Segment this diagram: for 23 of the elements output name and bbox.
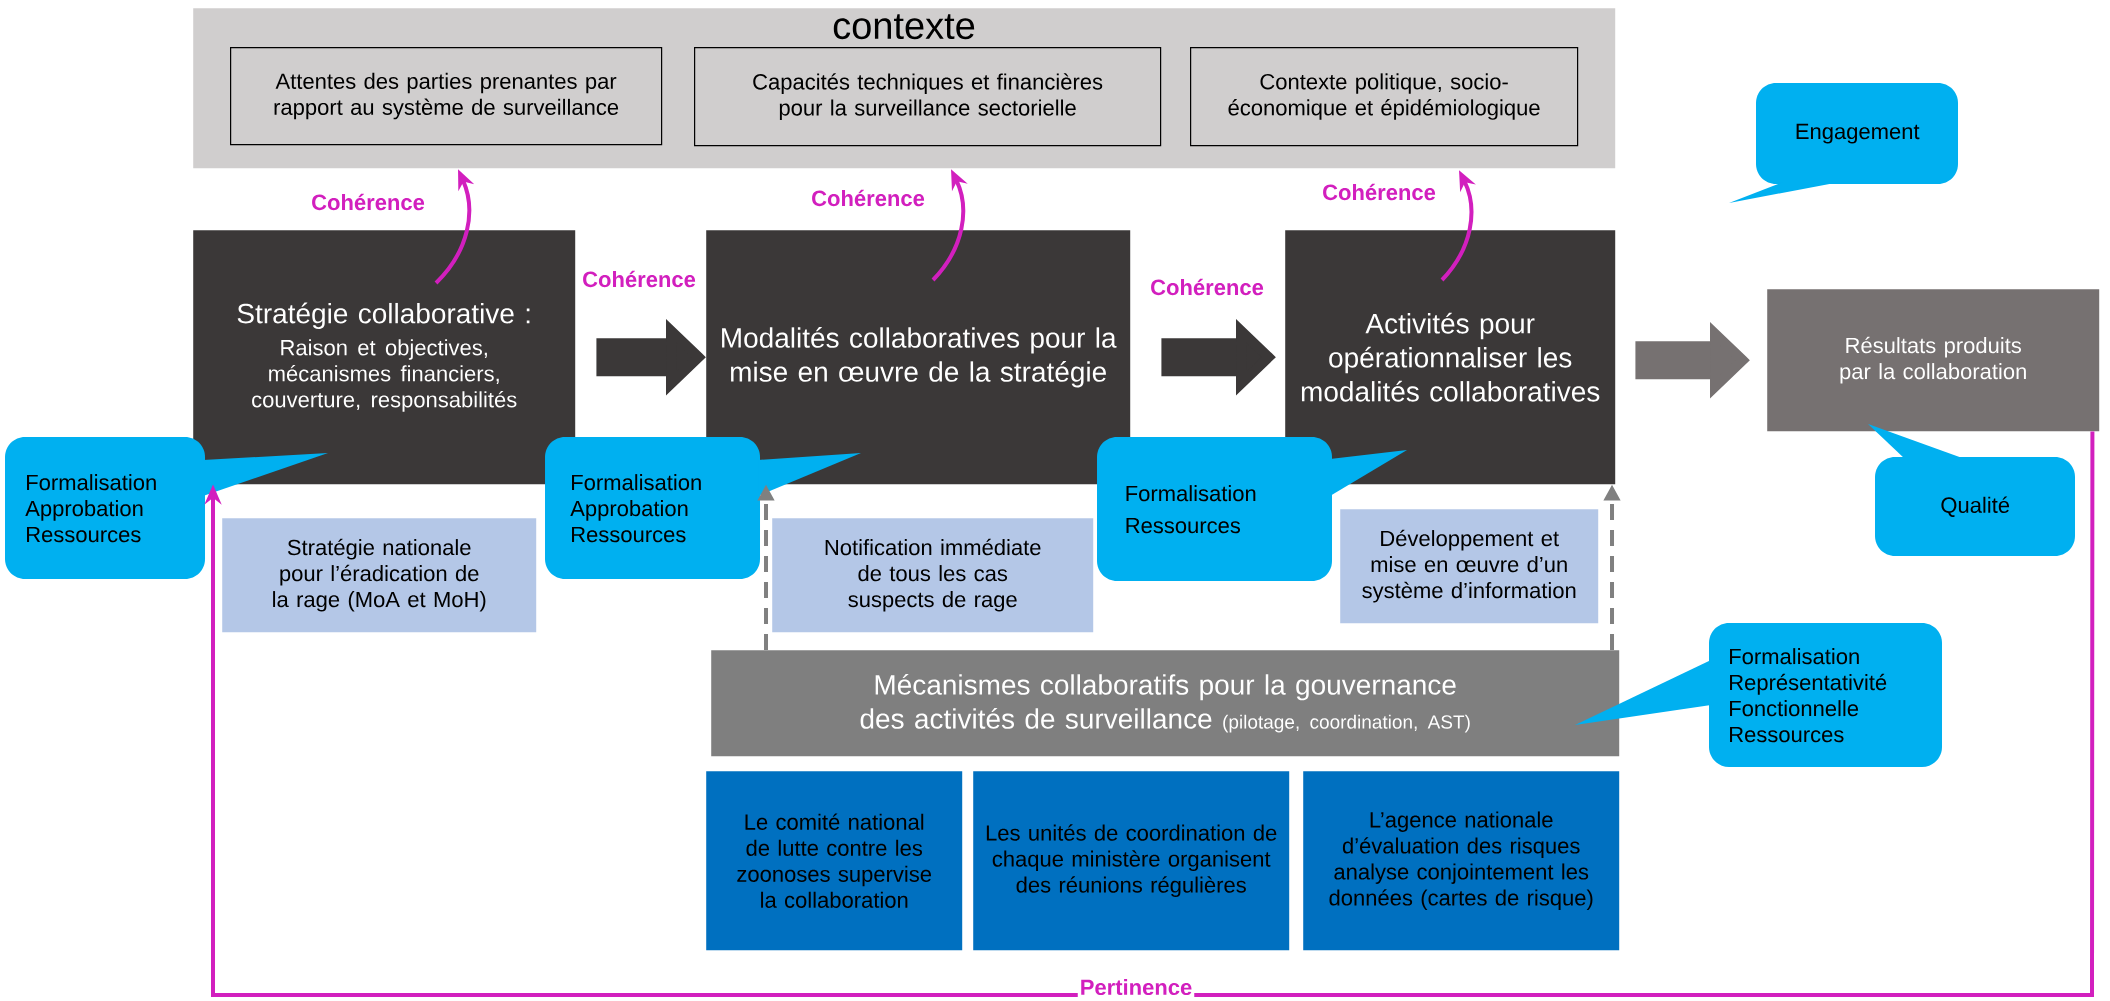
speech-bubble: Formalisation Représentativité Fonctionnelle Ressources bbox=[1575, 623, 1942, 767]
example-box: Notification immédiate de tous les cas suspects de rage bbox=[772, 518, 1094, 633]
example-box: Le comité national de lutte contre les zoonoses supervise la collaboration bbox=[706, 771, 963, 951]
edge-label: Cohérence bbox=[1320, 181, 1438, 203]
context-box: Contexte politique, socio-économique et épidémiologique bbox=[1190, 47, 1579, 147]
process-box: Modalités collaboratives pour la mise en œuvre de la stratégie bbox=[706, 230, 1131, 485]
result-box: Résultats produits par la collaboration bbox=[1767, 289, 2100, 432]
speech-bubble: Qualité bbox=[1868, 424, 2075, 556]
context-box: Capacités techniques et financières pour la surveillance sectorielle bbox=[694, 47, 1162, 147]
governance-box: Mécanismes collaboratifs pour la gouvernance des activités de surveillance (pilotage, coordination, AST) bbox=[711, 650, 1620, 757]
speech-bubble: Engagement bbox=[1729, 83, 1958, 203]
example-box: Stratégie nationale pour l’éradication de la rage (MoA et MoH) bbox=[222, 518, 537, 633]
arrow bbox=[204, 431, 2095, 997]
edge-label: Pertinence bbox=[1077, 976, 1195, 998]
context-box: Attentes des parties prenantes par rapport au système de surveillance bbox=[230, 47, 663, 146]
example-box: Développement et mise en œuvre d’un système d’information bbox=[1340, 509, 1599, 624]
edge-label: Cohérence bbox=[1148, 276, 1266, 298]
example-box: L’agence nationale d’évaluation des risques analyse conjointement les données (cartes de risque) bbox=[1303, 771, 1620, 951]
edge-label: Cohérence bbox=[580, 268, 698, 290]
process-box: Activités pour opérationnaliser les modalités collaboratives bbox=[1285, 230, 1616, 485]
edge-label: Cohérence bbox=[809, 187, 927, 209]
edge-label: Cohérence bbox=[309, 191, 427, 213]
example-box: Les unités de coordination de chaque ministère organisent des réunions régulières bbox=[973, 771, 1290, 951]
